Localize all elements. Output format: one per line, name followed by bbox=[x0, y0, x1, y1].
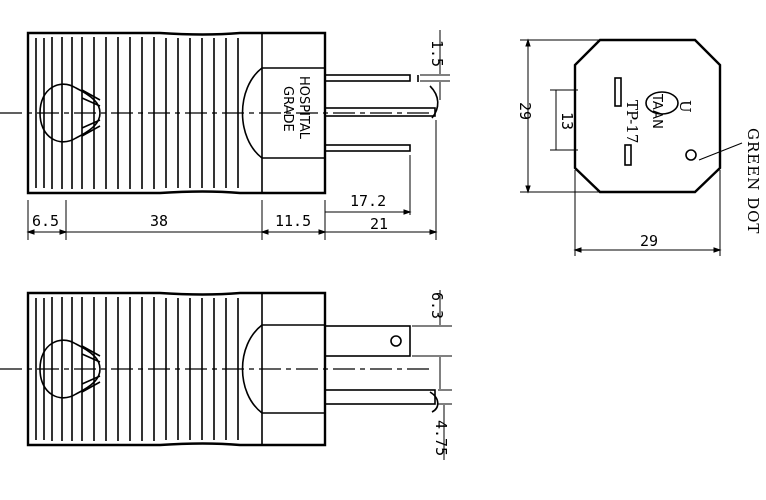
top-cable-relief bbox=[39, 83, 101, 143]
bottom-cable-relief bbox=[39, 339, 101, 399]
plug-face-view: 29 13 29 TAAN TP-17 U GREEN DOT bbox=[516, 38, 762, 256]
bottom-plug-view: 6.3 4.75 bbox=[0, 290, 452, 460]
green-dot-leader bbox=[698, 142, 743, 161]
face-dim-height: 29 bbox=[516, 102, 534, 120]
stamp-text-grade: GRADE bbox=[280, 86, 295, 132]
top-plug-view: HOSPITAL GRADE 1.5 bbox=[0, 30, 450, 240]
face-slots bbox=[614, 77, 697, 166]
bottom-blades bbox=[324, 325, 436, 405]
dim-blade-width: 6.3 bbox=[428, 292, 446, 319]
dim-blade-lines bbox=[412, 290, 452, 460]
face-dim-slot: 13 bbox=[558, 112, 576, 130]
top-plug-outline bbox=[26, 31, 327, 195]
ul-mark: U bbox=[676, 100, 694, 113]
dim-c: 11.5 bbox=[275, 212, 311, 230]
dim-a: 6.5 bbox=[32, 212, 59, 230]
dim-blade-len-a: 17.2 bbox=[350, 192, 386, 210]
dim-blade-len-b: 21 bbox=[370, 215, 388, 233]
brand-text: TAAN bbox=[649, 93, 664, 129]
face-dimension-lines bbox=[520, 38, 722, 256]
top-dimension-lines bbox=[26, 120, 438, 240]
green-dot-callout: GREEN DOT bbox=[744, 128, 762, 234]
model-text: TP-17 bbox=[623, 100, 641, 143]
face-dim-width: 29 bbox=[640, 232, 658, 250]
dim-blade-gap-lines bbox=[420, 30, 450, 100]
dim-blade-thick: 4.75 bbox=[432, 420, 450, 456]
bottom-plug-outline bbox=[26, 291, 327, 447]
dim-blade-gap: 1.5 bbox=[428, 40, 446, 67]
stamp-text-hospital: HOSPITAL bbox=[296, 76, 311, 140]
face-outline bbox=[573, 38, 722, 194]
dim-b: 38 bbox=[150, 212, 168, 230]
brand-oval bbox=[645, 91, 679, 115]
